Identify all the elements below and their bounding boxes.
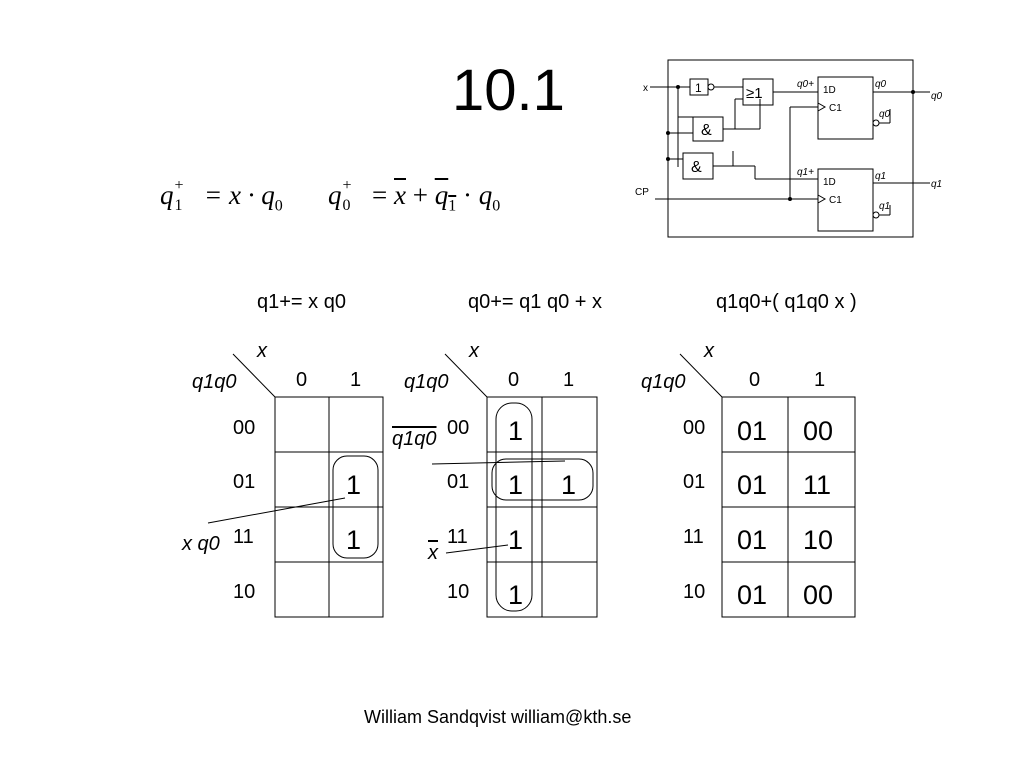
or-gate-label: ≥1: [746, 85, 763, 102]
eq1-q: q: [160, 180, 174, 210]
kmap-3-title: q1q0+( q1q0 x ): [716, 291, 857, 313]
kmap-2-row-0: 00: [447, 417, 469, 439]
kmap-3-row-1: 01: [683, 471, 705, 493]
kmap-3-col-1: 1: [814, 369, 825, 391]
eq2-q: q: [328, 180, 342, 210]
kmap-2-title: q0+= q1 q0 + x: [468, 291, 602, 313]
not-gate-label: 1: [695, 81, 702, 95]
kmap-2-cell-2-0: 1: [508, 525, 523, 555]
kmap-3-cell-0-1: 00: [803, 416, 833, 446]
ff0-d-label: 1D: [823, 85, 836, 96]
eq1-rhs: = x · q: [204, 180, 275, 210]
kmap-2-col-1: 1: [563, 369, 574, 391]
footer-credit: William Sandqvist william@kth.se: [364, 707, 632, 727]
kmap-2-annotation-2: x: [427, 542, 439, 564]
kmap-2-cell-0-0: 1: [508, 416, 523, 446]
kmap-area: q1+= x q0 x q1q0 0 1 00 01 11 10 1 1 x q…: [181, 291, 857, 618]
eq2-q2: q: [478, 180, 493, 210]
eq2-sub: 0: [342, 197, 351, 215]
kmap-3-cell-1-0: 01: [737, 470, 767, 500]
kmap-1-cell-2-1: 1: [346, 525, 361, 555]
eq1-sup: +: [174, 177, 184, 194]
kmap-2-annotation-1: q1q0: [392, 428, 437, 450]
kmap-2-row-3: 10: [447, 581, 469, 603]
kmap-3-row-2: 11: [683, 526, 704, 548]
eq2-xbar: x: [394, 180, 406, 210]
kmap-1-col-1: 1: [350, 369, 361, 391]
eq2-qbar-sub: 1: [448, 197, 457, 215]
kmap-2-cell-1-0: 1: [508, 470, 523, 500]
kmap-2-group-horizontal: [491, 458, 594, 501]
kmap-3-row-0: 00: [683, 417, 705, 439]
kmap-3-cell-1-1: 11: [803, 470, 831, 500]
ff0-qbar-label: q0: [879, 109, 891, 120]
input-x-label: x: [643, 83, 648, 94]
kmap-3-cell-2-0: 01: [737, 525, 767, 555]
kmap-1-col-0: 0: [296, 369, 307, 391]
kmap-3-rowvar: q1q0: [641, 371, 686, 393]
flip-flop-0: [817, 76, 874, 140]
eq1-sub: 1: [174, 197, 183, 215]
and-gate-2-label: &: [691, 159, 702, 176]
kmap-3-cell-3-1: 00: [803, 580, 833, 610]
kmap-1: q1+= x q0 x q1q0 0 1 00 01 11 10 1 1 x q…: [181, 291, 384, 618]
ff1-c-label: C1: [829, 195, 842, 206]
eq2-qbar: q: [434, 180, 449, 210]
eq1-rhs-sub: 0: [274, 197, 283, 215]
eq2-eq: =: [372, 180, 388, 210]
flip-flop-1: [817, 168, 874, 232]
ff0-in-label: q0+: [797, 79, 814, 90]
kmap-1-group: [332, 455, 379, 559]
kmap-3-cell-3-0: 01: [737, 580, 767, 610]
kmap-2-pointer-1: [431, 460, 566, 465]
feedback-loop: [667, 59, 914, 238]
kmap-2-row-2: 11: [447, 526, 468, 548]
kmap-2-colvar: x: [468, 340, 480, 362]
and-gate-1-label: &: [701, 122, 712, 139]
kmap-2-cell-3-0: 1: [508, 580, 523, 610]
kmap-1-row-1: 01: [233, 471, 255, 493]
kmap-2-rowvar: q1q0: [404, 371, 449, 393]
kmap-3-cell-2-1: 10: [803, 525, 833, 555]
kmap-3-colvar: x: [703, 340, 715, 362]
kmap-3-row-3: 10: [683, 581, 705, 603]
kmap-2-group-vertical: [495, 402, 533, 612]
ff1-qbar-label: q1: [879, 201, 890, 212]
eq2-q2-sub: 0: [492, 197, 501, 215]
kmap-1-title: q1+= x q0: [257, 291, 346, 313]
eq2-sup: +: [342, 177, 352, 194]
ff1-in-label: q1+: [797, 167, 814, 178]
kmap-1-row-3: 10: [233, 581, 255, 603]
kmap-2-col-0: 0: [508, 369, 519, 391]
eq2-plus: +: [412, 180, 428, 210]
ff1-out-label: q1: [931, 179, 942, 190]
kmap-1-group-pointer: [207, 497, 346, 524]
kmap-1-cell-1-1: 1: [346, 470, 361, 500]
slide-title: 10.1: [452, 58, 565, 123]
ff0-out-label: q0: [931, 91, 943, 102]
kmap-1-annotation: x q0: [181, 533, 220, 555]
ff1-q-label: q1: [875, 171, 886, 182]
kmap-1-rowvar: q1q0: [192, 371, 237, 393]
ff1-d-label: 1D: [823, 177, 836, 188]
kmap-2: q0+= q1 q0 + x x q1q0 0 1 00 01 11 10 1 …: [392, 291, 602, 618]
ff0-q-label: q0: [875, 79, 887, 90]
kmap-3: q1q0+( q1q0 x ) x q1q0 0 1 00 01 11 10 0…: [641, 291, 857, 618]
circuit-diagram: x CP 1 ≥1 & & 1D C1 q0+ q0 q0 q0 1D C1 q…: [635, 59, 943, 238]
kmap-2-pointer-2: [445, 544, 509, 554]
kmap-2-cell-1-1: 1: [561, 470, 576, 500]
kmap-3-cell-0-0: 01: [737, 416, 767, 446]
ff0-c-label: C1: [829, 103, 842, 114]
eq2-dot: ·: [462, 180, 472, 210]
kmap-1-colvar: x: [256, 340, 268, 362]
equation-q1-plus: q+1 = x · q0: [160, 177, 283, 215]
kmap-2-row-1: 01: [447, 471, 469, 493]
equation-q0-plus: q+0 = x + q1 · q0: [328, 177, 501, 215]
kmap-3-col-0: 0: [749, 369, 760, 391]
kmap-1-row-0: 00: [233, 417, 255, 439]
kmap-1-row-2: 11: [233, 526, 254, 548]
input-cp-label: CP: [635, 187, 649, 198]
